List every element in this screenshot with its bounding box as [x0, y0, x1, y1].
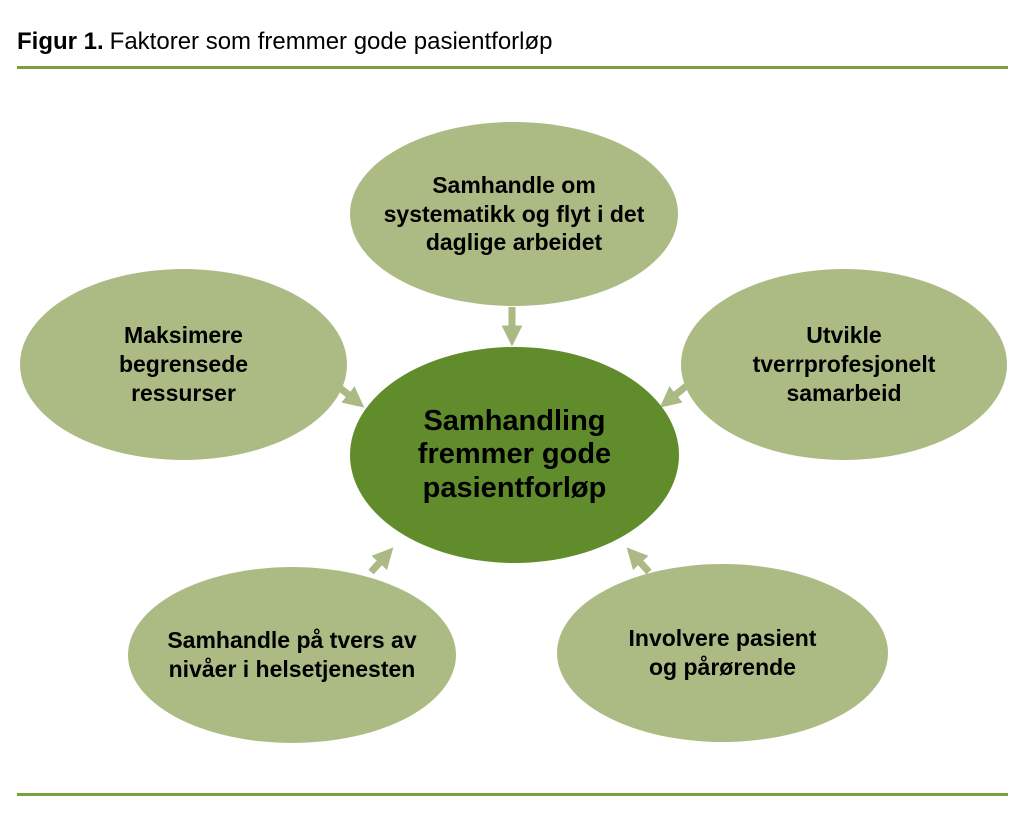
- bottom-divider-line: [17, 793, 1008, 796]
- arrow-bottom-left-to-center: [368, 547, 394, 575]
- factor-ellipse-bottom-right: Involvere pasient og pårørende: [557, 564, 888, 742]
- factor-label-right: Utvikle tverrprofesjonelt samarbeid: [752, 322, 936, 406]
- arrow-bottom-right-to-center: [626, 547, 652, 575]
- center-label: Samhandling fremmer gode pasientforløp: [417, 404, 612, 504]
- figure-title: Figur 1.Faktorer som fremmer gode pasien…: [17, 28, 553, 56]
- factor-label-bottom-right: Involvere pasient og pårørende: [628, 625, 817, 680]
- factor-ellipse-left: Maksimere begrensede ressurser: [20, 269, 347, 460]
- factor-ellipse-top: Samhandle om systematikk og flyt i det d…: [350, 122, 678, 306]
- factor-label-top: Samhandle om systematikk og flyt i det d…: [383, 171, 645, 256]
- factor-ellipse-bottom-left: Samhandle på tvers av nivåer i helsetjen…: [128, 567, 456, 743]
- factor-label-bottom-left: Samhandle på tvers av nivåer i helsetjen…: [167, 627, 417, 682]
- top-divider-line: [17, 66, 1008, 69]
- center-ellipse: Samhandling fremmer gode pasientforløp: [350, 347, 679, 563]
- figure-number: Figur 1.: [17, 28, 104, 55]
- figure-caption: Faktorer som fremmer gode pasientforløp: [109, 28, 553, 55]
- factor-label-left: Maksimere begrensede ressurser: [118, 322, 249, 406]
- factor-ellipse-right: Utvikle tverrprofesjonelt samarbeid: [681, 269, 1007, 460]
